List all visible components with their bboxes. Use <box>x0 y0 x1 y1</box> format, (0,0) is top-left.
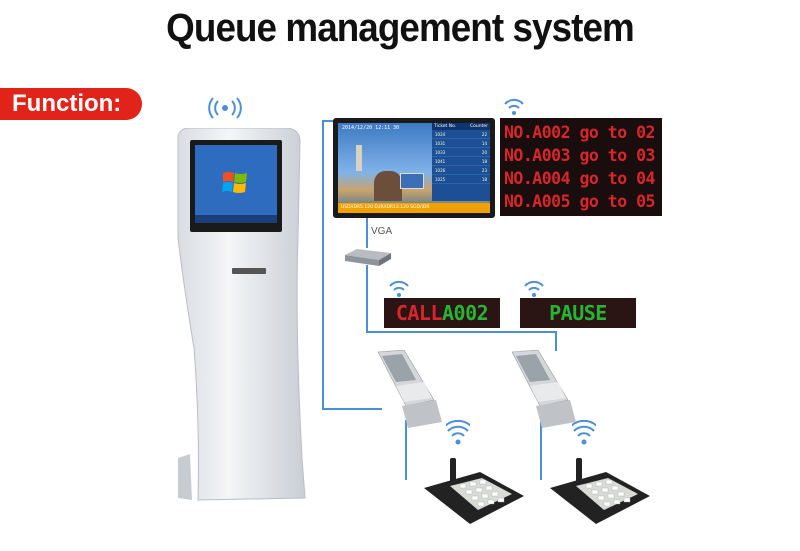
wifi-icon <box>524 280 544 297</box>
led-line: NO.A005 go to 05 <box>504 192 655 211</box>
monitor-screen: 2014/12/20 12:11 30 Ticket No. Counter 1… <box>338 123 490 213</box>
pause-text: PAUSE <box>549 301 607 325</box>
wire-kiosk-to-monitor <box>322 120 324 410</box>
monitor-ticker: USD/IDR5.120 EUR/IDR13.120 SGD/IDR <box>338 203 490 213</box>
wire-vga-bus <box>366 265 368 293</box>
monitor-date: 2014/12/20 12:11 30 <box>342 125 400 131</box>
monitor-person-image <box>374 171 402 201</box>
wire-bus-right <box>555 331 557 351</box>
wire-monitor-top <box>322 120 334 122</box>
counter-display-call: CALLA002 <box>384 298 500 328</box>
wifi-icon <box>572 419 596 445</box>
display-monitor: 2014/12/20 12:11 30 Ticket No. Counter 1… <box>333 118 495 218</box>
monitor-landmark-image <box>356 145 362 171</box>
led-line: NO.A002 go to 02 <box>504 123 655 142</box>
windows-logo-icon <box>222 172 247 193</box>
vga-splitter <box>345 249 391 266</box>
wireless-remote <box>550 458 650 524</box>
monitor-card-image <box>400 173 424 189</box>
led-line: NO.A003 go to 03 <box>504 146 655 165</box>
header-counter: Counter <box>470 124 488 129</box>
vga-label: VGA <box>371 226 393 237</box>
page-title: Queue management system <box>166 6 635 50</box>
wire-keypad1-to-remote <box>405 420 407 480</box>
wifi-icon <box>504 98 524 115</box>
call-ticket: A002 <box>442 301 489 325</box>
wire-bus-horizontal <box>366 292 368 332</box>
function-badge: Function: <box>0 88 142 120</box>
wire-bus-main <box>366 331 556 333</box>
counter-display-pause: PAUSE <box>520 298 636 328</box>
led-main-board: NO.A002 go to 02 NO.A003 go to 03 NO.A00… <box>500 118 662 216</box>
wifi-icon <box>389 280 409 297</box>
wireless-remote <box>424 458 524 524</box>
wifi-icon <box>446 419 470 445</box>
caller-keypad <box>511 350 576 428</box>
table-header: Ticket No. Counter <box>432 123 490 130</box>
led-line: NO.A004 go to 04 <box>504 169 655 188</box>
wire-keypad2-to-remote <box>540 420 542 480</box>
wire-kiosk-bottom <box>322 408 382 410</box>
header-ticket: Ticket No. <box>434 124 457 129</box>
caller-keypad <box>377 350 442 428</box>
wifi-icon <box>208 97 242 119</box>
wire-vga-down <box>366 218 368 248</box>
call-prefix: CALL <box>395 301 443 325</box>
